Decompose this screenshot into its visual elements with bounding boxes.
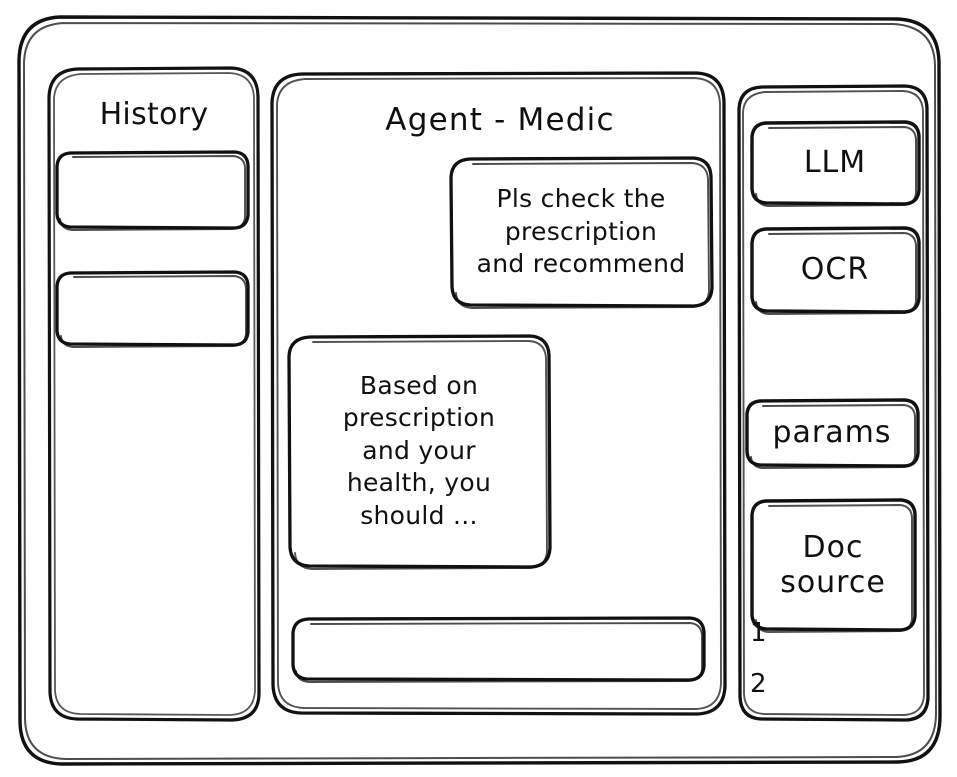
agent-title-text: Agent - Medic [385, 101, 615, 138]
user-message-bubble: Pls check the prescription and recommend [452, 158, 710, 306]
doc-source-list-item[interactable]: 2 [750, 662, 802, 706]
history-title-text: History [99, 97, 209, 133]
tool-ocr-label: OCR [800, 252, 870, 288]
tool-params-label: params [772, 415, 892, 451]
message-input[interactable] [294, 618, 704, 680]
tool-button-doc-source[interactable]: Doc source [752, 500, 914, 630]
tool-button-params[interactable]: params [746, 400, 918, 466]
assistant-message-bubble: Based on prescription and your health, y… [290, 336, 548, 566]
page-title: Agent - Medic [290, 96, 710, 144]
history-panel-title: History [50, 92, 258, 138]
history-list-item[interactable] [57, 152, 247, 228]
assistant-message-text: Based on prescription and your health, y… [342, 370, 496, 530]
tool-llm-label: LLM [803, 145, 867, 181]
doc-source-item-label: 2 [750, 668, 767, 699]
doc-source-list-item[interactable]: 1 [750, 612, 802, 654]
tool-button-llm[interactable]: LLM [752, 122, 918, 204]
tool-button-ocr[interactable]: OCR [752, 228, 918, 312]
history-list-item[interactable] [57, 272, 247, 344]
doc-source-item-label: 1 [750, 617, 767, 648]
user-message-text: Pls check the prescription and recommend [476, 184, 686, 279]
tool-doc-source-label: Doc source [780, 529, 886, 600]
